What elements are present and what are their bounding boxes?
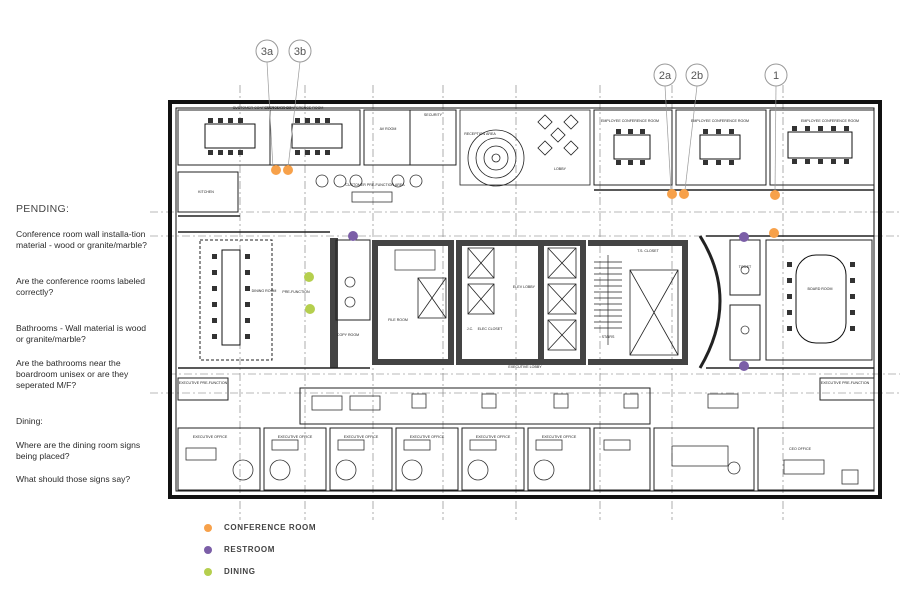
room-label: EXECUTIVE OFFICE [542, 435, 577, 439]
callout-label: 1 [773, 70, 779, 82]
office-furniture [185, 393, 859, 485]
exterior-wall [168, 100, 882, 499]
room-label: BOARD ROOM [808, 287, 833, 291]
dining-room [199, 239, 273, 361]
restroom-dot-icon [204, 545, 212, 554]
room-label: STAIRS [602, 335, 615, 339]
room-label: EXECUTIVE OFFICE [193, 435, 228, 439]
callout-label: 3b [294, 46, 306, 58]
boardroom [765, 239, 873, 361]
conference-marker-3b [283, 165, 293, 175]
callout-2a[interactable]: 2a [653, 63, 677, 191]
curved-wall [698, 235, 722, 369]
note-dining-signs-placement: Where are the dining room signs being pl… [16, 440, 141, 461]
toilet-fixtures [344, 249, 750, 335]
stairs [594, 255, 622, 345]
room-label: SECURITY [424, 113, 443, 117]
room-label: ELEC CLOSET [478, 327, 504, 331]
room-label: DINING ROOM [252, 289, 277, 293]
room-label: KITCHEN [198, 190, 214, 194]
room-label: T.S. CLOSET [637, 249, 659, 253]
conference-table-3b [291, 118, 343, 155]
restroom-marker-upper [739, 232, 749, 242]
interior-walls [178, 189, 874, 369]
room-label: EXECUTIVE PRE-FUNCTION [179, 381, 228, 385]
dining-dot-icon [204, 567, 212, 576]
room-label: EXECUTIVE LOBBY [508, 365, 542, 369]
room-label: EXECUTIVE OFFICE [410, 435, 445, 439]
callout-3a[interactable]: 3a [255, 39, 279, 169]
prefunction-tables [315, 174, 423, 203]
legend-label: DINING [224, 567, 256, 576]
room-label: LOBBY [554, 167, 567, 171]
room-label: FILE ROOM [388, 318, 408, 322]
executive-offices [177, 377, 875, 491]
room-label: EXECUTIVE OFFICE [344, 435, 379, 439]
callout-label: 3a [261, 46, 274, 58]
note-dining: Dining: [16, 416, 43, 426]
conference-marker-boardroom [769, 228, 779, 238]
restroom-markers [348, 231, 749, 371]
room-label: EMPLOYEE CONFERENCE ROOM [601, 119, 659, 123]
building-core [330, 238, 688, 368]
restroom-marker-core [348, 231, 358, 241]
lobby-furniture [537, 114, 579, 156]
room-label: CEO OFFICE [789, 447, 812, 451]
note-bathroom-wall: Bathrooms - Wall material is wood or gra… [16, 323, 147, 344]
dining-marker-lower [305, 304, 315, 314]
room-label: TOILET [739, 265, 752, 269]
room-label: EXECUTIVE OFFICE [278, 435, 313, 439]
callout-2b[interactable]: 2b [684, 63, 709, 191]
room-label: ELEV LOBBY [513, 285, 536, 289]
conference-marker-1 [770, 190, 780, 200]
room-label: CUSTOMER CONFERENCE ROOM [265, 106, 324, 110]
room-label: PRE-FUNCTION [282, 290, 310, 294]
conference-marker-2a [667, 189, 677, 199]
room-label: CUSTOMER CONFERENCE ROOM [233, 106, 292, 110]
conference-marker-2b [679, 189, 689, 199]
legend-label: CONFERENCE ROOM [224, 523, 317, 532]
callout-3b[interactable]: 3b [287, 39, 312, 169]
note-bathroom-unisex: Are the bathrooms near the boardroom uni… [16, 358, 129, 390]
conference-markers [271, 165, 780, 238]
callout-1[interactable]: 1 [764, 63, 788, 193]
conference-marker-3a [271, 165, 281, 175]
legend-dining: DINING [204, 567, 256, 576]
legend-conference-room: CONFERENCE ROOM [204, 523, 316, 532]
room-label: RECEPTION AREA [464, 132, 496, 136]
room-label: EXECUTIVE OFFICE [476, 435, 511, 439]
conference-dot-icon [204, 523, 212, 532]
elevators [417, 247, 679, 356]
room-label: CUSTOMER PRE-FUNCTION AREA [345, 183, 405, 187]
pending-title: PENDING: [16, 203, 70, 215]
dining-markers [304, 272, 315, 314]
employee-conference-tables [613, 126, 853, 165]
top-right-rooms [593, 109, 875, 186]
callout-label: 2b [691, 70, 703, 82]
reception-area [459, 109, 591, 187]
dining-marker-upper [304, 272, 314, 282]
legend-label: RESTROOM [224, 545, 276, 554]
restroom-marker-lower [739, 361, 749, 371]
note-conference-labels: Are the conference rooms labeled correct… [16, 276, 145, 297]
legend-restroom: RESTROOM [204, 545, 275, 554]
conference-table-3a [204, 118, 256, 155]
room-label: EXECUTIVE PRE-FUNCTION [821, 381, 870, 385]
room-label: AV ROOM [380, 127, 397, 131]
room-labels: CUSTOMER CONFERENCE ROOM CUSTOMER CONFER… [179, 106, 870, 451]
note-conference-wall: Conference room wall installa-tion mater… [16, 229, 147, 250]
room-label: EMPLOYEE CONFERENCE ROOM [691, 119, 749, 123]
note-dining-signs-text: What should those signs say? [16, 474, 131, 484]
room-label: EMPLOYEE CONFERENCE ROOM [801, 119, 859, 123]
room-label: COPY ROOM [337, 333, 359, 337]
callout-label: 2a [659, 70, 672, 82]
room-label: J.C. [467, 327, 473, 331]
